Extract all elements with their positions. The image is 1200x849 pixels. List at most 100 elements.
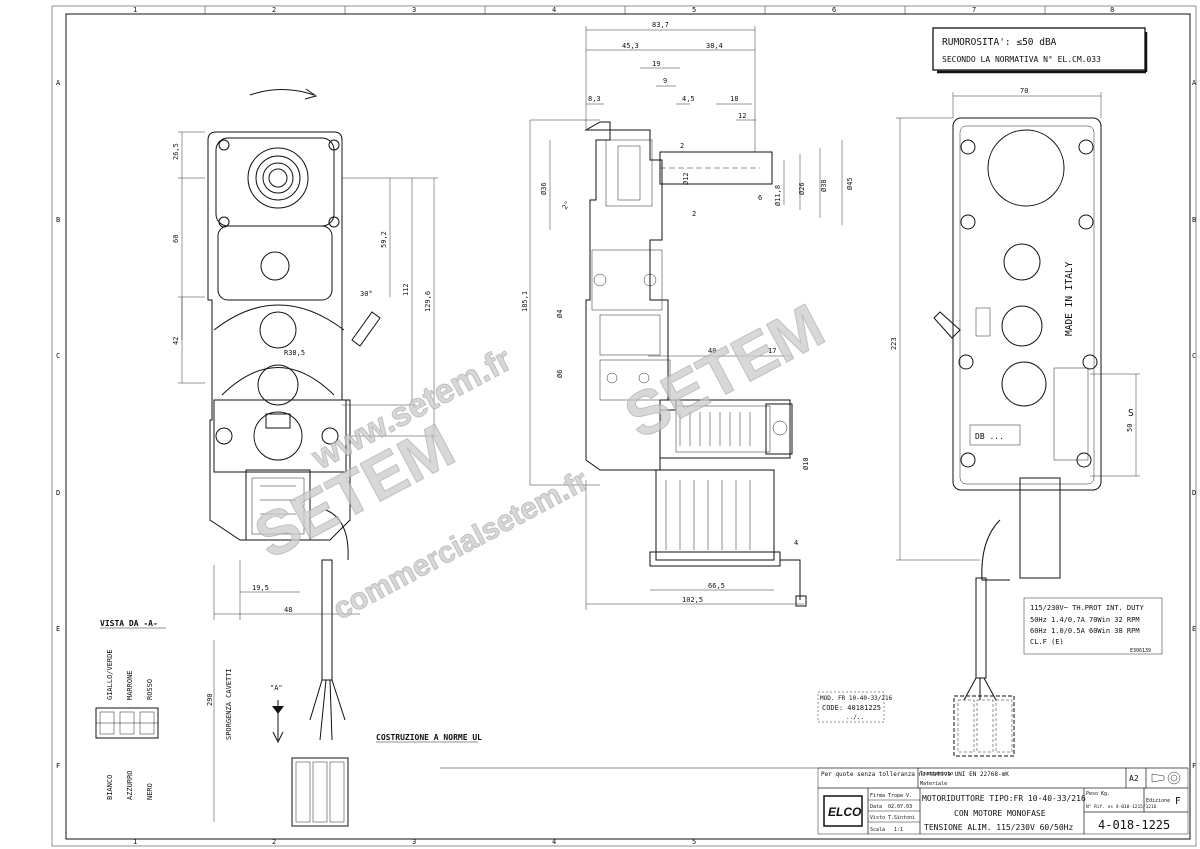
- svg-text:D: D: [1192, 489, 1196, 497]
- svg-text:CODE: 40181225: CODE: 40181225: [822, 704, 881, 712]
- svg-text:3: 3: [412, 838, 416, 846]
- svg-text:2°: 2°: [561, 200, 572, 211]
- svg-text:290: 290: [206, 693, 214, 706]
- svg-text:T.Sintoni: T.Sintoni: [888, 815, 915, 821]
- svg-text:F: F: [1192, 762, 1196, 770]
- svg-text:115/230V~ TH.PROT INT. DUTY: 115/230V~ TH.PROT INT. DUTY: [1030, 604, 1145, 612]
- vista-title: VISTA DA -A-: [100, 619, 158, 628]
- svg-text:83,7: 83,7: [652, 21, 669, 29]
- rating-plate: 115/230V~ TH.PROT INT. DUTY 50Hz 1.4/0.7…: [1023, 597, 1163, 655]
- svg-text:Ø4: Ø4: [556, 310, 564, 318]
- svg-text:18: 18: [730, 95, 738, 103]
- svg-text:ROSSO: ROSSO: [146, 679, 154, 700]
- svg-text:02.07.03: 02.07.03: [888, 804, 912, 810]
- svg-text:Ø36: Ø36: [540, 182, 548, 195]
- row-e: E: [56, 625, 60, 633]
- svg-text:223: 223: [890, 337, 898, 350]
- svg-text:Ø6: Ø6: [556, 370, 564, 378]
- svg-text:4,5: 4,5: [682, 95, 695, 103]
- made-in-italy: MADE IN ITALY: [1064, 261, 1075, 336]
- svg-text:1: 1: [133, 838, 137, 846]
- svg-text:MOD. FR 10-40-33/216: MOD. FR 10-40-33/216: [820, 695, 893, 702]
- svg-text:C: C: [1192, 352, 1196, 360]
- col-8: 8: [1110, 6, 1114, 14]
- watermarks: www.setem.fr SETEM SETEM commercialsetem…: [244, 291, 836, 627]
- svg-text:45,3: 45,3: [622, 42, 639, 50]
- svg-text:SETEM: SETEM: [614, 291, 835, 452]
- svg-text:4: 4: [552, 838, 556, 846]
- row-labels: A B C D E F A B C D E F: [56, 79, 1197, 770]
- col-5: 5: [692, 6, 696, 14]
- svg-text:17: 17: [768, 347, 776, 355]
- svg-text:8,3: 8,3: [588, 95, 601, 103]
- svg-text:12: 12: [738, 112, 746, 120]
- svg-text:40: 40: [708, 347, 716, 355]
- svg-text:112: 112: [402, 283, 410, 296]
- svg-text:Edizione: Edizione: [1146, 798, 1170, 804]
- svg-text:Trattamento: Trattamento: [920, 771, 953, 777]
- svg-text:GIALLO/VERDE: GIALLO/VERDE: [106, 649, 114, 700]
- col-4: 4: [552, 6, 556, 14]
- svg-text:185,1: 185,1: [521, 291, 529, 312]
- svg-text:5: 5: [692, 838, 696, 846]
- svg-text:../..: ../..: [846, 714, 864, 721]
- svg-text:1:1: 1:1: [894, 827, 903, 833]
- col-3: 3: [412, 6, 416, 14]
- svg-text:66,5: 66,5: [708, 582, 725, 590]
- svg-text:102,5: 102,5: [682, 596, 703, 604]
- col-1: 1: [133, 6, 137, 14]
- svg-text:B: B: [1192, 216, 1196, 224]
- svg-text:129,6: 129,6: [424, 291, 432, 312]
- svg-text:E: E: [1192, 625, 1196, 633]
- svg-text:2: 2: [272, 838, 276, 846]
- svg-text:6: 6: [758, 194, 762, 202]
- sporgenza-label: SPORGENZA CAVETTI: [225, 668, 233, 740]
- ul-note: COSTRUZIONE A NORME UL: [376, 733, 482, 742]
- svg-text:Ø11,8: Ø11,8: [774, 185, 782, 206]
- svg-text:Trope V.: Trope V.: [888, 793, 912, 799]
- svg-text:38,4: 38,4: [706, 42, 723, 50]
- noise-line-2: SECONDO LA NORMATIVA N° EL.CM.033: [942, 55, 1101, 64]
- db-label: DB ...: [975, 432, 1004, 441]
- svg-text:Ø10: Ø10: [802, 457, 810, 470]
- row-d: D: [56, 489, 60, 497]
- svg-text:Data: Data: [870, 804, 882, 810]
- svg-text:4: 4: [794, 539, 798, 547]
- edizione-value: F: [1175, 796, 1181, 807]
- row-f: F: [56, 762, 60, 770]
- svg-text:50Hz 1.4/0.7A 70Win 32 RPM: 50Hz 1.4/0.7A 70Win 32 RPM: [1030, 616, 1140, 624]
- svg-text:MARRONE: MARRONE: [126, 670, 134, 700]
- svg-text:AZZURRO: AZZURRO: [126, 770, 134, 800]
- row-b: B: [56, 216, 60, 224]
- front-view: 26,5 60 42 59,2 112 129,6 30° R38,5 19,5…: [172, 88, 438, 827]
- svg-text:NERO: NERO: [146, 783, 154, 800]
- svg-text:19: 19: [652, 60, 660, 68]
- svg-text:2: 2: [692, 210, 696, 218]
- title-line-1: MOTORIDUTTORE TIPO:FR 10-40-33/216: [922, 794, 1086, 803]
- svg-text:Ø45: Ø45: [846, 177, 854, 190]
- svg-text:42: 42: [172, 337, 180, 345]
- format-a2: A2: [1129, 774, 1139, 783]
- svg-text:70: 70: [1020, 87, 1028, 95]
- svg-text:Visto: Visto: [870, 815, 885, 821]
- model-box: MOD. FR 10-40-33/216 CODE: 40181225 ../.…: [817, 691, 893, 723]
- title-line-3: TENSIONE ALIM. 115/230V 60/50Hz: [924, 823, 1073, 832]
- svg-text:26,5: 26,5: [172, 143, 180, 160]
- svg-text:CL.F (E): CL.F (E): [1030, 638, 1064, 646]
- svg-text:60: 60: [172, 235, 180, 243]
- title-line-2: CON MOTORE MONOFASE: [954, 809, 1046, 818]
- svg-text:Ø26: Ø26: [798, 182, 806, 195]
- svg-text:Peso Kg.: Peso Kg.: [1086, 791, 1110, 797]
- svg-text:48: 48: [284, 606, 292, 614]
- side-view: 83,7 45,3 38,4 19 9 4,5 18 12 8,3 2 Ø36 …: [521, 21, 854, 610]
- svg-text:Ø38: Ø38: [820, 179, 828, 192]
- svg-text:S: S: [1128, 408, 1134, 419]
- svg-text:9: 9: [663, 77, 667, 85]
- svg-text:N° Rif. ns 4-018-1215/1216: N° Rif. ns 4-018-1215/1216: [1086, 804, 1157, 810]
- col-6: 6: [832, 6, 836, 14]
- svg-text:Firma: Firma: [870, 793, 885, 799]
- noise-note: RUMOROSITA': ≤50 dBA SECONDO LA NORMATIV…: [932, 27, 1148, 74]
- svg-text:E306139: E306139: [1130, 648, 1151, 654]
- row-a: A: [56, 79, 61, 87]
- col-2: 2: [272, 6, 276, 14]
